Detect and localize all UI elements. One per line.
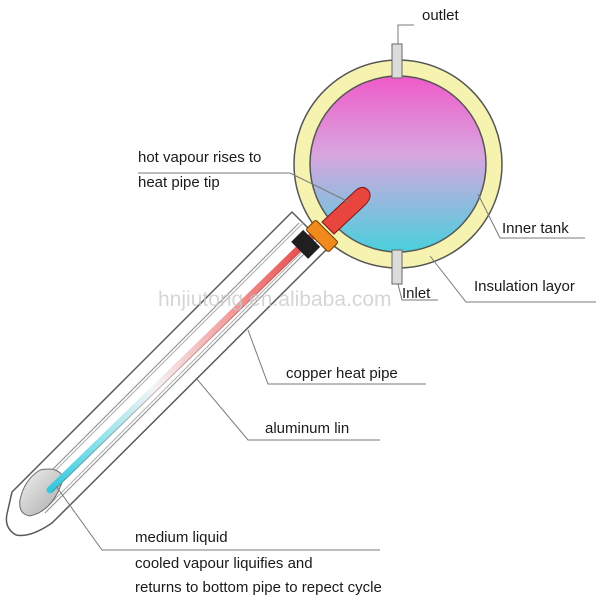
label-aluminum-lin: aluminum lin (265, 420, 349, 437)
heat-pipe-tip (321, 186, 371, 235)
leader-outlet (397, 24, 414, 44)
leader-copper-pipe (247, 329, 426, 385)
leader-aluminum (195, 377, 380, 441)
label-outlet: outlet (422, 7, 460, 24)
label-inlet: Inlet (402, 285, 431, 302)
label-inner-tank: Inner tank (502, 220, 569, 237)
outlet-pipe (391, 43, 403, 79)
leader-inner-tank (477, 193, 585, 239)
black-plug (291, 229, 321, 259)
label-medium-liquid: medium liquid (135, 529, 228, 546)
watermark: hnjiutong.en.alibaba.com (158, 288, 392, 311)
label-copper-heat-pipe: copper heat pipe (286, 365, 398, 382)
leader-hot-vapour (138, 172, 350, 203)
glass-tube-line (49, 235, 319, 505)
seal-collar (306, 220, 338, 252)
label-hot-vapour-line2: heat pipe tip (138, 174, 220, 191)
label-cooled-vapour-line2: returns to bottom pipe to repect cycle (135, 579, 382, 596)
glass-tube-line (35, 221, 305, 491)
medium-liquid-bulb (19, 468, 65, 517)
label-hot-vapour-line1: hot vapour rises to (138, 149, 261, 166)
inlet-pipe (391, 249, 403, 285)
leader-inlet (397, 283, 438, 301)
copper-heat-pipe-edge (51, 237, 315, 493)
leader-medium-liquid (55, 485, 380, 551)
label-insulation-layer: Insulation layor (474, 278, 575, 295)
leader-insulation (429, 255, 596, 303)
label-cooled-vapour-line1: cooled vapour liquifies and (135, 555, 313, 572)
glass-tube-line (44, 240, 318, 514)
glass-tube-line (26, 222, 300, 496)
copper-heat-pipe (46, 232, 316, 494)
